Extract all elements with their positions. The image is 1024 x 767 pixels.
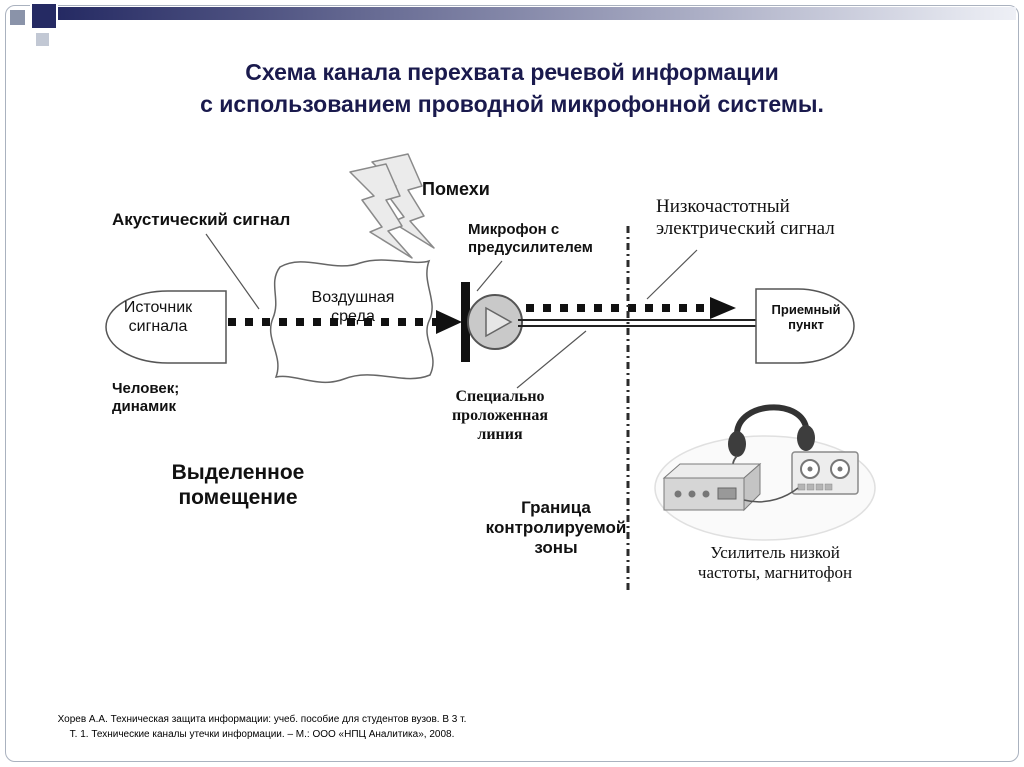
slide-border xyxy=(5,5,1019,762)
label-interference: Помехи xyxy=(422,179,490,199)
pointer-line-microphone xyxy=(476,260,503,292)
deco-square-navy xyxy=(30,2,58,30)
label-zone-boundary: Граница контролируемой зоны xyxy=(485,498,627,558)
equipment-illustration xyxy=(654,404,876,541)
pointer-line-laid-line xyxy=(516,330,587,389)
acoustic-signal-arrow xyxy=(228,310,462,334)
citation: Хорев А.А. Техническая защита информации… xyxy=(57,714,467,740)
label-receiver-point: Приемный пункт xyxy=(771,302,841,333)
deco-square-gray xyxy=(10,10,25,25)
electric-signal-arrow xyxy=(526,297,736,319)
receiver-shape xyxy=(755,288,855,364)
amplifier-icon xyxy=(662,462,762,512)
label-lf-signal: Низкочастотный электрический сигнал xyxy=(656,196,835,240)
slide-title: Схема канала перехвата речевой информаци… xyxy=(200,59,824,118)
label-microphone: Микрофон с предусилителем xyxy=(468,221,593,256)
label-laid-line: Специально проложенная линия xyxy=(451,388,549,443)
wire-double-line xyxy=(518,319,756,327)
label-acoustic-signal: Акустический сигнал xyxy=(112,210,291,229)
label-amplifier-recorder: Усилитель низкой частоты, магнитофон xyxy=(697,543,853,583)
pointer-line-acoustic xyxy=(205,233,260,310)
top-gradient-bar xyxy=(58,7,1016,20)
tape-recorder-icon xyxy=(791,451,859,495)
source-shape xyxy=(105,290,227,364)
equipment-cable xyxy=(743,487,799,503)
label-air-medium: Воздушная среда xyxy=(311,289,395,325)
deco-square-light xyxy=(36,33,49,46)
lightning-icon xyxy=(349,153,435,259)
headphones-icon xyxy=(691,404,815,497)
label-dedicated-room: Выделенное помещение xyxy=(171,461,305,509)
microphone-symbol xyxy=(461,282,523,362)
label-person-speaker: Человек; динамик xyxy=(112,380,180,415)
pointer-lines xyxy=(205,233,698,389)
pointer-line-lf-signal xyxy=(646,249,698,300)
label-signal-source: Источник сигнала xyxy=(123,299,193,335)
